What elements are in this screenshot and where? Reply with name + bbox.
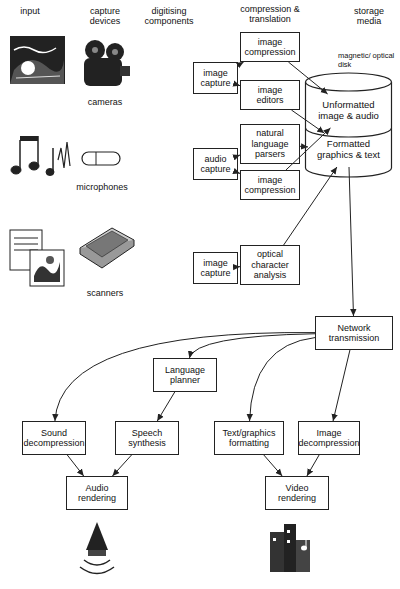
scanner-icon [80,228,134,268]
flow-arrow [238,62,244,65]
flow-arrow [291,110,324,133]
device-label: cameras [80,97,130,107]
flow-arrow [264,455,282,476]
picture-icon [10,36,65,84]
flow-arrow [189,334,315,358]
flow-arrow [307,455,319,476]
flow-arrow [250,338,315,421]
process-box: image compression [240,170,300,200]
flow-arrow [238,155,240,157]
node-text: Sound decompression [23,428,84,449]
node-text: image editors [243,85,297,106]
node-text: Text/graphics formatting [217,428,281,449]
flow-arrow [157,392,174,421]
node-text: Language planner [156,365,214,386]
speaker-icon [80,522,114,574]
column-heading: storage media [342,6,396,27]
node-text: Unformatted image & audio [310,100,387,122]
document-icon [10,230,64,286]
flow-arrow [349,167,353,316]
flow-arrow [284,167,337,245]
flow-arrow [67,455,83,476]
process-box: Text/graphics formatting [214,421,284,455]
node-text: Image decompression [298,428,359,449]
flow-arrow [300,146,308,148]
process-box: audio capture [193,148,238,180]
node-text: natural language parsers [243,128,297,159]
flow-arrow [238,266,240,267]
device-label: scanners [80,288,130,298]
column-heading: input [10,6,50,16]
camera-icon [84,40,130,86]
process-box: natural language parsers [240,124,300,164]
flow-arrow [55,333,315,421]
process-box: Audio rendering [66,476,128,510]
process-box: Video rendering [265,476,329,510]
storage-cylinder [306,73,392,177]
process-box: Language planner [153,358,217,392]
flow-arrow [286,128,331,170]
node-text: image capture [196,258,235,279]
microphone-icon [82,152,120,165]
column-heading: capture devices [76,6,134,27]
node-text: optical character analysis [243,249,297,280]
device-label: microphones [72,182,132,192]
node-text: image compression [243,37,297,58]
node-text: image capture [196,68,235,89]
flow-arrow [238,172,240,174]
process-box: Network transmission [315,316,393,350]
storage-section: Formatted graphics & text [308,133,389,167]
process-box: image editors [240,80,300,110]
node-text: Network transmission [318,323,390,344]
process-box: optical character analysis [240,245,300,285]
music-notes-icon [11,136,70,176]
node-text: Audio rendering [69,483,125,504]
column-heading: compression & translation [232,4,308,25]
storage-section: Unformatted image & audio [308,94,389,128]
flow-arrow [288,62,327,94]
process-box: Sound decompression [22,421,86,455]
process-box: image capture [193,252,238,284]
process-box: image capture [193,62,238,94]
node-text: Speech synthesis [118,428,176,449]
storage-note: magnetic/ optical disk [338,52,396,69]
process-box: Speech synthesis [115,421,179,455]
video-icon [270,524,310,572]
column-heading: digitising components [138,6,200,27]
process-box: Image decompression [298,421,360,455]
process-box: image compression [240,32,300,62]
node-text: audio capture [196,154,235,175]
node-text: Formatted graphics & text [310,139,387,161]
flow-arrow [112,455,131,476]
node-text: image compression [243,175,297,196]
flow-arrow [238,85,240,87]
node-text: Video rendering [268,483,326,504]
flow-arrow [333,350,350,421]
